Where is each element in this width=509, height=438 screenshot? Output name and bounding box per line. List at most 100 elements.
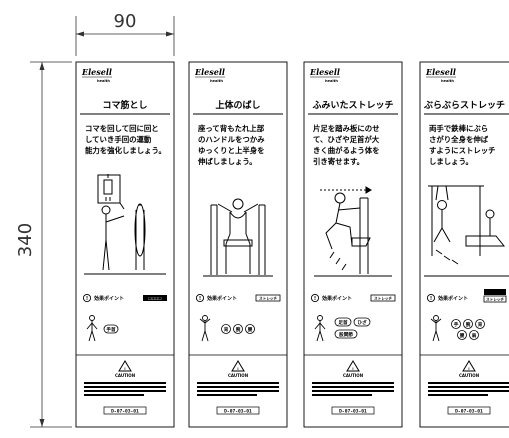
svg-text:health: health [325,79,338,83]
svg-text:股関節: 股関節 [339,331,353,338]
svg-text:ストレッチ: ストレッチ [374,296,392,301]
svg-text:効果ポイント: 効果ポイント [207,295,237,302]
svg-text:Elesell: Elesell [81,67,112,77]
svg-text:D-07-03-01: D-07-03-01 [224,409,252,415]
svg-text:しましょう。: しましょう。 [429,157,473,166]
panel-title: 上体のばし [215,99,260,111]
svg-text:手: 手 [454,321,459,328]
svg-text:D-07-03-01: D-07-03-01 [455,409,483,415]
svg-text:座って背もたれ上部: 座って背もたれ上部 [197,124,265,133]
svg-text:!: ! [430,296,432,302]
code-label: D-07-03-01 [103,406,147,415]
svg-text:!: ! [352,367,354,371]
info-icon [82,293,92,303]
svg-text:腰: 腰 [248,326,253,333]
panel-2: Elesell health 上体のばし 座って背もたれ上部 のハンドルをつかみ… [188,61,288,428]
svg-text:コマを回して回に回と: コマを回して回に回と [85,124,159,133]
effect-point: ! 効果ポイント □□□□ [82,293,167,303]
svg-text:腕: 腕 [236,326,241,333]
caution-text [84,382,166,396]
brand-logo: Elesell health [194,67,225,83]
svg-text:片足を踏み板にのせ: 片足を踏み板にのせ [313,124,380,133]
panel-description: コマを回して回に回と していき手回の運動 能力を強化しましょう。 [85,124,166,155]
svg-text:!: ! [314,296,316,302]
effect-point: ! 効果ポイント ストレッチ [310,293,396,303]
caution-icon: ! CAUTION [343,360,363,378]
svg-text:CAUTION: CAUTION [459,373,479,378]
svg-text:していき手回の運動: していき手回の運動 [85,135,152,144]
width-dimension: 90 [75,11,175,56]
svg-text:□□□□: □□□□ [148,297,162,301]
svg-text:D-07-03-01: D-07-03-01 [111,409,139,415]
body-tag: 手首 [103,324,119,334]
caution-icon: ! CAUTION [228,360,248,378]
svg-text:さがり全身を伸ば: さがり全身を伸ば [429,135,489,144]
caution-text [428,382,509,396]
svg-text:!: ! [86,296,88,302]
svg-text:腰: 腰 [460,332,465,339]
panel-title: コマ筋とし [102,99,147,111]
exercise-illustration [424,185,509,277]
height-dimension: 340 [15,61,72,428]
svg-text:手首: 手首 [106,326,116,333]
svg-text:Elesell: Elesell [309,67,340,77]
body-tags: 背 腕 腰 [221,324,255,334]
body-figure-icon [314,315,326,342]
info-icon [426,293,436,303]
svg-text:health: health [441,79,454,83]
svg-text:すようにストレッチ: すようにストレッチ [429,146,496,155]
panel-3: Elesell health ふみいたストレッチ 片足を踏み板にのせ て、ひざや… [303,61,403,428]
svg-text:Elesell: Elesell [425,67,456,77]
panel-description: 両手で鉄棒にぶら さがり全身を伸ば すようにストレッチ しましょう。 [429,124,496,166]
svg-text:CAUTION: CAUTION [343,373,363,378]
svg-text:D-07-03-01: D-07-03-01 [339,409,367,415]
caution-text [312,382,394,396]
caution-icon: ! CAUTION [115,360,135,378]
svg-text:!: ! [468,367,470,371]
panel-title: ぶらぶらストレッチ [423,100,505,111]
brand-logo: Elesell health [425,67,456,83]
body-tags: 手 腕 背 腰 肩 [451,319,485,340]
svg-text:health: health [97,79,110,83]
body-figure-icon [199,315,211,342]
svg-text:効果ポイント: 効果ポイント [94,295,124,302]
height-label: 340 [15,223,36,257]
code-label: D-07-03-01 [331,406,375,415]
svg-text:!: ! [237,367,239,371]
panel-description: 座って背もたれ上部 のハンドルをつかみ ゆっくりと上半身を 伸ばしましょう。 [197,124,265,166]
brand-logo: Elesell health [309,67,340,83]
svg-text:きく曲がるよう体を: きく曲がるよう体を [313,146,380,155]
body-figure-icon [86,315,98,342]
svg-text:背: 背 [478,321,483,328]
panel-4: Elesell health ぶらぶらストレッチ 両手で鉄棒にぶら さがり全身を… [419,61,509,428]
body-tags: 足首 ひざ 股関節 [334,317,371,339]
svg-text:ストレッチ: ストレッチ [486,297,504,302]
svg-text:効果ポイント: 効果ポイント [438,295,468,302]
svg-text:肩: 肩 [472,332,477,339]
svg-text:CAUTION: CAUTION [115,373,135,378]
svg-text:腕: 腕 [466,321,471,328]
brand-logo: Elesell health [81,67,112,83]
svg-text:ひざ: ひざ [357,319,367,326]
svg-text:Elesell: Elesell [194,67,225,77]
code-label: D-07-03-01 [216,406,260,415]
svg-text:のハンドルをつかみ: のハンドルをつかみ [198,135,265,144]
panel-title: ふみいたストレッチ [312,100,393,111]
width-label: 90 [114,11,137,32]
svg-text:伸ばしましょう。: 伸ばしましょう。 [197,157,257,166]
exercise-illustration [203,198,273,277]
svg-text:背: 背 [224,326,229,333]
svg-text:ゆっくりと上半身を: ゆっくりと上半身を [198,146,265,155]
caution-icon: ! CAUTION [459,360,479,378]
code-label: D-07-03-01 [447,406,491,415]
svg-text:!: ! [124,367,126,371]
svg-text:health: health [210,79,223,83]
svg-text:引き寄せます。: 引き寄せます。 [313,157,364,166]
exercise-illustration [84,174,166,275]
svg-text:ストレッチ: ストレッチ [259,296,277,301]
svg-text:!: ! [199,296,201,302]
exercise-illustration [314,186,392,277]
body-figure-icon [430,315,442,342]
panel-description: 片足を踏み板にのせ て、ひざや足首が大 きく曲がるよう体を 引き寄せます。 [313,124,380,166]
svg-text:CAUTION: CAUTION [228,373,248,378]
